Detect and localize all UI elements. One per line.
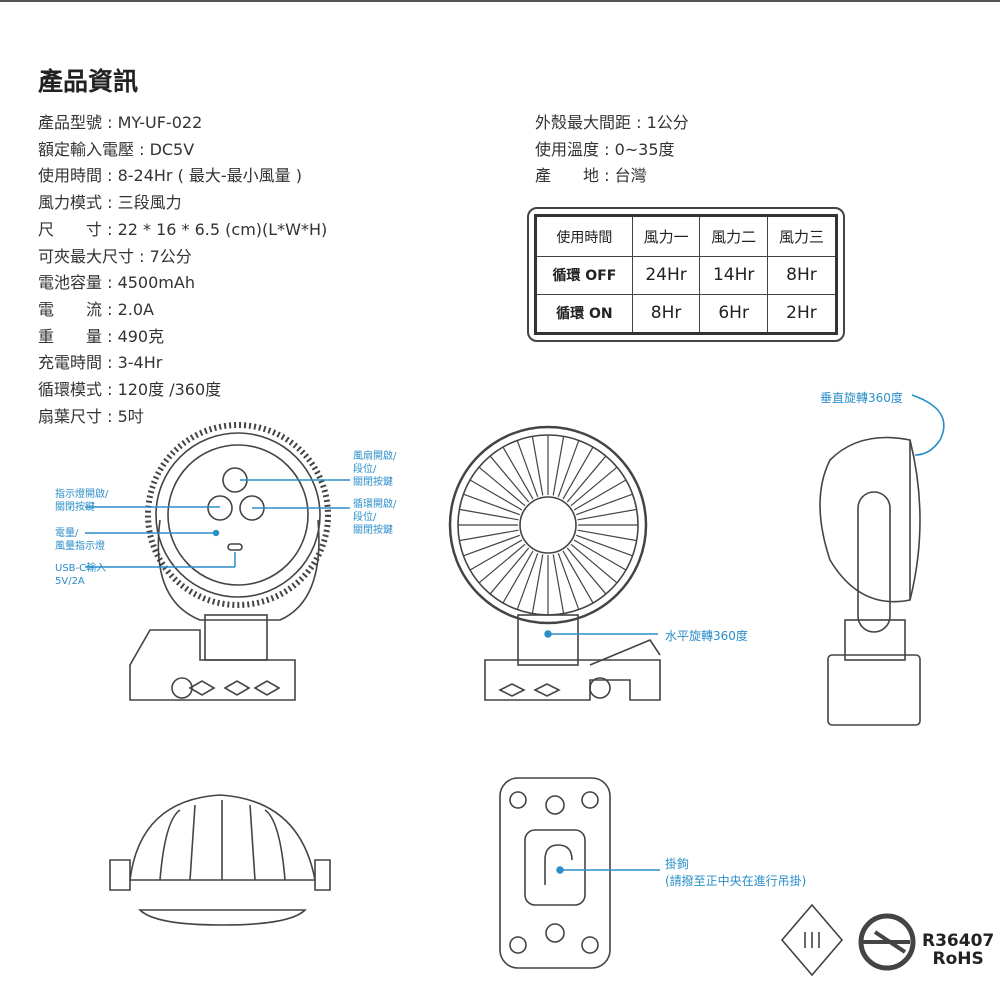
grille-spoke: [573, 479, 627, 511]
spec-blade-size: 扇葉尺寸 : 5吋: [38, 406, 144, 426]
fan-front-view: [448, 425, 661, 701]
grille-spoke: [489, 547, 530, 595]
rohs-label: RoHS: [932, 949, 984, 969]
grille-spoke: [463, 534, 521, 557]
callout-battery-led: 電量/ 風量指示燈: [55, 527, 105, 553]
grille-spoke: [531, 436, 544, 496]
grille-spoke: [516, 440, 539, 498]
grille-spoke: [502, 446, 534, 500]
grille-spoke: [469, 539, 523, 571]
row-label: 循環 OFF: [535, 256, 633, 295]
grille-spoke: [489, 455, 530, 503]
callout-text: 電量/ 風量指示燈: [55, 528, 105, 552]
callout-usbc: USB-C輸入 5V/2A: [55, 562, 106, 588]
grille-spoke: [575, 534, 633, 557]
grille-spoke: [577, 529, 637, 542]
fan-bottom-view: [109, 794, 331, 926]
spec-list-left: 產品型號 : MY-UF-022 額定輸入電壓 : DC5V 使用時間 : 8-…: [38, 110, 327, 430]
grille-spoke: [566, 547, 607, 595]
fan-side-view: [819, 436, 921, 726]
grille-spoke: [562, 550, 594, 604]
clip-bottom-view: [499, 777, 611, 969]
table-row: 循環 ON 8Hr 6Hr 2Hr: [535, 293, 838, 335]
grille-spoke: [566, 455, 607, 503]
page-title: 產品資訊: [38, 67, 139, 96]
grille-spoke: [552, 436, 565, 496]
grille-spoke: [577, 508, 637, 521]
spec-weight: 重 量 : 490克: [38, 326, 165, 346]
cert-code: R36407: [922, 931, 995, 951]
table-cell: 8Hr: [766, 256, 838, 295]
grille-spoke: [502, 550, 534, 604]
spec-gap: 外殼最大間距 : 1公分: [535, 113, 689, 132]
table-row: 循環 OFF 24Hr 14Hr 8Hr: [535, 256, 838, 295]
spec-battery: 電池容量 : 4500mAh: [38, 273, 195, 293]
callout-vertical-rotation: 垂直旋轉360度: [820, 391, 903, 405]
callout-lines: [85, 479, 660, 874]
grille-spoke: [552, 554, 565, 614]
callout-hook: 掛鉤 (請撥至正中央在進行吊掛): [665, 857, 807, 888]
table-cell: 14Hr: [699, 256, 768, 295]
callout-text: USB-C輸入 5V/2A: [55, 563, 107, 587]
grille-spoke: [516, 552, 539, 610]
vertical-rotation-arrow: [911, 394, 945, 456]
table-header: 使用時間: [535, 214, 633, 258]
grille-spoke: [459, 508, 519, 521]
row-label: 循環 ON: [535, 293, 633, 335]
grille-spoke: [478, 543, 526, 584]
top-rule: [0, 0, 1000, 2]
table-cell: 2Hr: [766, 293, 838, 335]
table-cell: 24Hr: [631, 256, 701, 295]
spec-voltage: 額定輸入電壓 : DC5V: [38, 139, 195, 159]
callout-text: 風扇開啟/ 段位/ 關閉按鍵: [353, 451, 397, 488]
spec-runtime: 使用時間 : 8-24Hr ( 最大-最小風量 ): [38, 166, 303, 186]
spec-current: 電 流 : 2.0A: [38, 299, 154, 319]
callout-fan-button: 風扇開啟/ 段位/ 關閉按鍵: [353, 450, 396, 489]
table-header-row: 使用時間 風力一 風力二 風力三: [535, 214, 838, 258]
runtime-table: 使用時間 風力一 風力二 風力三 循環 OFF 24Hr 14Hr 8Hr 循環…: [527, 207, 845, 342]
spec-cycle-mode: 循環模式 : 120度 /360度: [38, 380, 222, 400]
grille-spoke: [469, 479, 523, 511]
grille-spoke: [570, 466, 618, 507]
spec-clip-size: 可夾最大尺寸 : 7公分: [38, 246, 192, 266]
table-header: 風力二: [699, 214, 768, 258]
grille-spoke: [463, 493, 521, 516]
spec-size: 尺 寸 : 22 * 16 * 6.5 (cm)(L*W*H): [38, 219, 328, 239]
compliance-mark-icon: [780, 903, 844, 977]
table-header: 風力三: [766, 214, 838, 258]
callout-text: 循環開啟/ 段位/ 關閉按鍵: [353, 499, 397, 536]
spec-origin: 產 地 : 台灣: [535, 166, 647, 186]
grille-spoke: [557, 552, 580, 610]
callout-text: 指示燈開啟/ 關閉按鍵: [55, 489, 109, 513]
table-cell: 8Hr: [631, 293, 701, 335]
spec-wind-mode: 風力模式 : 三段風力: [38, 193, 182, 213]
grille-spoke: [478, 466, 526, 507]
spec-charge-time: 充電時間 : 3-4Hr: [38, 353, 163, 373]
table-header: 風力一: [631, 214, 701, 258]
callout-indicator-button: 指示燈開啟/ 關閉按鍵: [55, 488, 108, 514]
spec-list-right: 外殼最大間距 : 1公分 使用溫度 : 0~35度 產 地 : 台灣: [535, 110, 689, 190]
certification-text: R36407 RoHS: [922, 932, 994, 968]
grille-spoke: [557, 440, 580, 498]
callout-horizontal-rotation: 水平旋轉360度: [665, 629, 748, 643]
grille-spoke: [531, 554, 544, 614]
table-cell: 6Hr: [699, 293, 768, 335]
fan-back-view: [129, 422, 331, 701]
bsmi-logo-icon: [858, 913, 916, 971]
grille-spoke: [570, 543, 618, 584]
callout-cycle-button: 循環開啟/ 段位/ 關閉按鍵: [353, 498, 396, 537]
spec-model: 產品型號 : MY-UF-022: [38, 113, 203, 132]
grille-spoke: [575, 493, 633, 516]
grille-spoke: [459, 529, 519, 542]
grille-spoke: [562, 446, 594, 500]
spec-temp: 使用溫度 : 0~35度: [535, 139, 675, 159]
grille-spoke: [573, 539, 627, 571]
